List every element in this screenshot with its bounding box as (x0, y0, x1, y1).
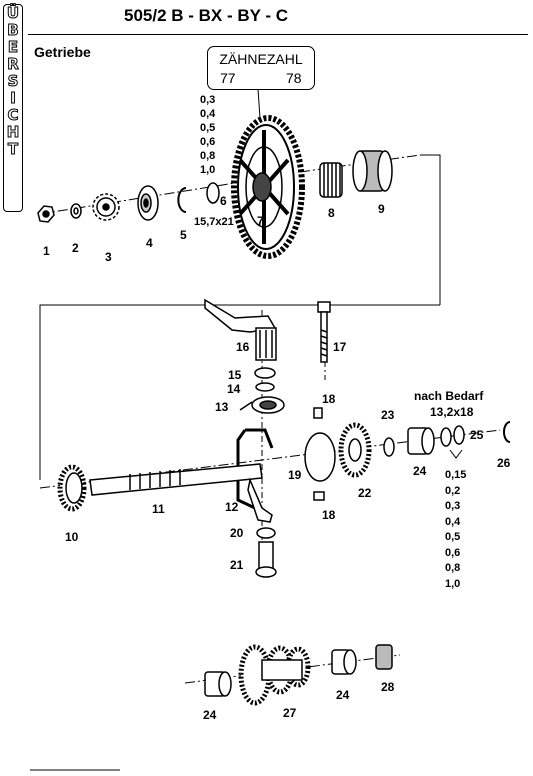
shim-thickness: 0,8 (200, 150, 216, 162)
part-pin-icon (313, 407, 323, 419)
side-tab-letter: I (10, 89, 17, 107)
part-number: 24 (413, 464, 427, 478)
part-number: 26 (497, 456, 511, 470)
shim-thickness: 0,5 (200, 122, 216, 134)
part-pin-icon (313, 491, 325, 501)
side-tab-letter: E (7, 38, 19, 56)
part-nut-icon (37, 205, 55, 223)
part-number: 12 (225, 500, 239, 514)
part-spring-icon (239, 396, 285, 414)
part-number: 2 (72, 241, 79, 255)
part-washer-icon (254, 367, 276, 379)
part-number: 17 (333, 340, 347, 354)
part-number: 19 (288, 468, 302, 482)
part-number: 18 (322, 392, 336, 406)
part-number: 16 (236, 340, 250, 354)
part-shaft-icon (89, 463, 263, 496)
part-bushing-icon (352, 150, 393, 192)
side-tab-letter: S (7, 72, 19, 90)
part-washer-icon (70, 203, 82, 219)
teeth-count-value: 77 (220, 70, 236, 86)
part-number: 21 (230, 558, 244, 572)
shim-thickness: 0,4 (200, 108, 216, 120)
side-tab-overview: Ü B E R S I C H T (3, 4, 23, 212)
shim-thickness: 0,3 (200, 94, 216, 106)
shim-thickness: 1,0 (445, 577, 461, 590)
shim-thickness: 0,3 (445, 500, 461, 512)
part-arm-icon (247, 477, 273, 523)
part-number: 11 (152, 502, 165, 516)
side-tab-letter: B (7, 21, 19, 39)
part-bushing-icon (407, 427, 435, 455)
shim-thickness: 0,5 (445, 531, 461, 543)
part-number: 28 (381, 680, 395, 694)
shim-thickness: 0,4 (445, 515, 461, 528)
page-title: 505/2 B - BX - BY - C (124, 6, 289, 25)
header-divider (28, 34, 528, 35)
part-number: 24 (336, 688, 350, 702)
part-large-gear-icon (231, 115, 305, 259)
shim-thickness: 0,15 (445, 469, 467, 481)
part-gear-icon (57, 464, 87, 512)
part-number: 14 (227, 382, 241, 396)
shim-thickness: 0,6 (200, 136, 216, 148)
part-number: 20 (230, 526, 244, 540)
section-title: Getriebe (34, 44, 91, 60)
part-number: 1 (43, 244, 50, 258)
part-number: 5 (180, 228, 187, 242)
part-clutch-gear-icon (304, 422, 372, 482)
part-bolt-icon (317, 301, 331, 363)
teeth-count-box: ZÄHNEZAHL 77 78 (207, 46, 315, 90)
shim-thickness: 1,0 (200, 164, 216, 176)
part-number: 7 (257, 214, 264, 228)
part-number: 4 (146, 236, 153, 250)
part-bearing-icon (137, 185, 159, 221)
part-number: 8 (328, 206, 335, 220)
shim-thickness: 0,8 (445, 562, 461, 574)
part-number: 9 (378, 202, 385, 216)
shim-thickness: 0,2 (445, 484, 461, 497)
note-as-needed: nach Bedarf (414, 389, 484, 403)
part-bushing-icon (331, 649, 357, 675)
part-number: 27 (283, 706, 297, 720)
side-tab-letter: C (7, 106, 19, 124)
part-circlip-icon (177, 187, 187, 213)
shim-thickness-list: 0,15 0,2 0,3 0,4 0,5 0,6 0,8 1,0 (445, 468, 466, 592)
side-tab-letter: R (7, 55, 20, 73)
part-number: 15 (228, 368, 242, 382)
part-number: 3 (105, 250, 112, 264)
part-shim-icon (206, 182, 220, 204)
part-cluster-gear-icon (238, 644, 311, 706)
teeth-count-value: 78 (286, 70, 302, 86)
shim-size: 13,2x18 (430, 405, 474, 419)
part-number: 23 (381, 408, 395, 422)
shim-size: 15,7x21 (194, 216, 234, 228)
part-washer-icon (256, 527, 276, 539)
part-number: 6 (220, 194, 227, 208)
shim-thickness-list: 0,3 0,4 0,5 0,6 0,8 1,0 (200, 93, 215, 177)
side-tab-letter: H (6, 123, 20, 141)
part-ring-icon (453, 425, 465, 445)
part-pinion-icon (319, 162, 343, 198)
part-ring-icon (383, 437, 395, 457)
part-bolt-icon (255, 541, 277, 578)
part-bushing-icon (204, 671, 232, 697)
part-number: 13 (215, 400, 229, 414)
part-washer-icon (255, 382, 275, 392)
part-circlip-icon (503, 421, 511, 443)
part-ring-icon (440, 427, 452, 447)
part-sprocket-icon (92, 193, 120, 221)
part-bushing-icon (375, 644, 393, 670)
shim-thickness: 0,6 (445, 546, 461, 559)
side-tab-letter: T (7, 140, 19, 158)
part-number: 22 (358, 486, 372, 500)
side-tab-letter: Ü (6, 4, 20, 22)
teeth-count-title: ZÄHNEZAHL (219, 51, 303, 67)
part-number: 25 (470, 428, 484, 442)
part-lever-icon (204, 298, 277, 361)
part-number: 10 (65, 530, 79, 544)
part-number: 18 (322, 508, 336, 522)
part-number: 24 (203, 708, 217, 722)
